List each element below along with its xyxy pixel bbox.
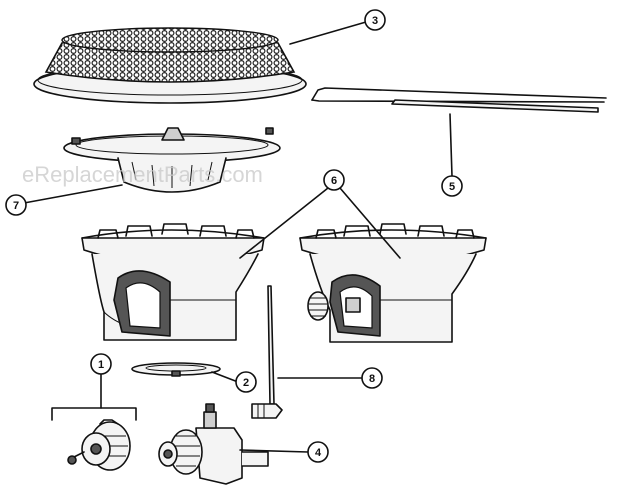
leader-lines <box>23 21 453 453</box>
callout-8-label: 8 <box>369 373 375 385</box>
part-5-rods <box>311 87 607 113</box>
callout-7: 7 <box>5 194 27 216</box>
part-6-base-left <box>81 223 265 341</box>
callout-4-label: 4 <box>315 447 322 459</box>
callout-6: 6 <box>323 169 345 191</box>
part-4-valve <box>158 403 269 485</box>
watermark-text: eReplacementParts.com <box>22 162 263 187</box>
part-3-burner-screen <box>33 27 307 104</box>
callout-5-label: 5 <box>449 181 455 193</box>
callout-3: 3 <box>364 9 386 31</box>
callout-4: 4 <box>307 441 329 463</box>
callout-6-label: 6 <box>331 175 337 187</box>
callout-8: 8 <box>361 367 383 389</box>
callout-3-label: 3 <box>372 15 378 27</box>
part-1-knob <box>51 407 137 471</box>
callout-2: 2 <box>235 371 257 393</box>
part-2-gasket <box>131 362 221 377</box>
callout-1: 1 <box>90 353 112 375</box>
part-6-base-right <box>299 223 487 343</box>
part-8-probe <box>251 285 283 419</box>
callout-7-label: 7 <box>13 200 19 212</box>
part-7-burner-bowl <box>63 127 281 193</box>
callout-2-label: 2 <box>243 377 249 389</box>
callout-1-label: 1 <box>98 359 104 371</box>
callout-5: 5 <box>441 175 463 197</box>
